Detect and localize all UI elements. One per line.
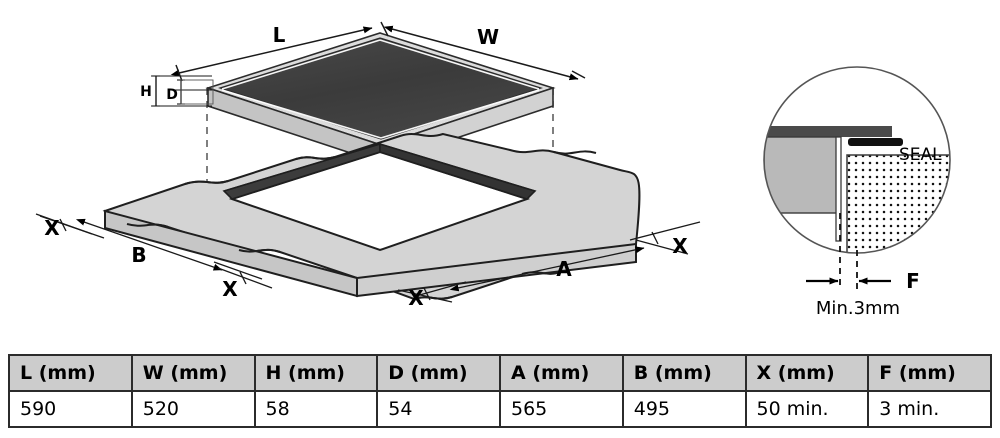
dimension-label-W: W bbox=[477, 25, 499, 49]
dimensions-table: L (mm) W (mm) H (mm) D (mm) A (mm) B (mm… bbox=[8, 354, 992, 428]
dimension-X-bottom-left bbox=[217, 267, 273, 289]
dimension-label-A: A bbox=[556, 257, 572, 281]
table-row: 590 520 58 54 565 495 50 min. 3 min. bbox=[8, 390, 992, 428]
cooktop-glass-edge bbox=[768, 126, 892, 137]
table-header-F: F (mm) bbox=[867, 354, 992, 392]
table-header-X: X (mm) bbox=[744, 354, 870, 392]
table-cell-A: 565 bbox=[499, 390, 624, 428]
table-cell-W: 520 bbox=[130, 390, 256, 428]
table-cell-X: 50 min. bbox=[744, 390, 870, 428]
installation-diagram: L W H D bbox=[35, 21, 951, 319]
table-header-B: B (mm) bbox=[621, 354, 747, 392]
dimension-label-H: H bbox=[140, 84, 152, 100]
seal-detail-circle: SEAL Min.3mm F bbox=[763, 66, 951, 319]
table-header-L: L (mm) bbox=[8, 354, 133, 392]
seal-text-label: SEAL bbox=[899, 145, 942, 165]
appliance-wall bbox=[835, 136, 842, 242]
appliance-body bbox=[764, 136, 841, 214]
table-header-H: H (mm) bbox=[253, 354, 379, 392]
dimension-label-L: L bbox=[273, 23, 286, 47]
table-cell-L: 590 bbox=[8, 390, 133, 428]
dimensions-table-container: L (mm) W (mm) H (mm) D (mm) A (mm) B (mm… bbox=[8, 354, 992, 428]
diagram-canvas: L W H D bbox=[35, 21, 951, 319]
min-gap-label: Min.3mm bbox=[816, 298, 900, 319]
table-cell-D: 54 bbox=[376, 390, 501, 428]
table-header-D: D (mm) bbox=[376, 354, 501, 392]
dimension-A bbox=[415, 239, 689, 297]
dimension-label-X-bottom-right: X bbox=[408, 286, 424, 310]
table-cell-B: 495 bbox=[621, 390, 747, 428]
seal-detail-contents bbox=[764, 67, 950, 253]
table-header-row: L (mm) W (mm) H (mm) D (mm) A (mm) B (mm… bbox=[8, 354, 992, 392]
dimension-X-bottom-right bbox=[397, 287, 453, 303]
dimension-X-top-left bbox=[39, 215, 105, 239]
dimension-X-right bbox=[629, 221, 701, 245]
dimension-label-X-top-left: X bbox=[44, 216, 60, 240]
cutout-rim-lines bbox=[223, 143, 536, 192]
seal-gasket bbox=[848, 138, 903, 146]
dimension-W bbox=[383, 25, 586, 81]
gap-guide-lines bbox=[839, 213, 858, 290]
table-header-A: A (mm) bbox=[499, 354, 624, 392]
table-cell-H: 58 bbox=[253, 390, 379, 428]
table-header-W: W (mm) bbox=[130, 354, 256, 392]
dimension-label-X-right: X bbox=[672, 234, 688, 258]
detail-label-F: F bbox=[906, 269, 920, 293]
dimension-label-B: B bbox=[131, 243, 146, 267]
dimension-label-D: D bbox=[166, 87, 178, 103]
table-cell-F: 3 min. bbox=[867, 390, 992, 428]
dimension-label-X-bottom-left: X bbox=[222, 277, 238, 301]
dimension-H-D-guides bbox=[151, 75, 214, 107]
